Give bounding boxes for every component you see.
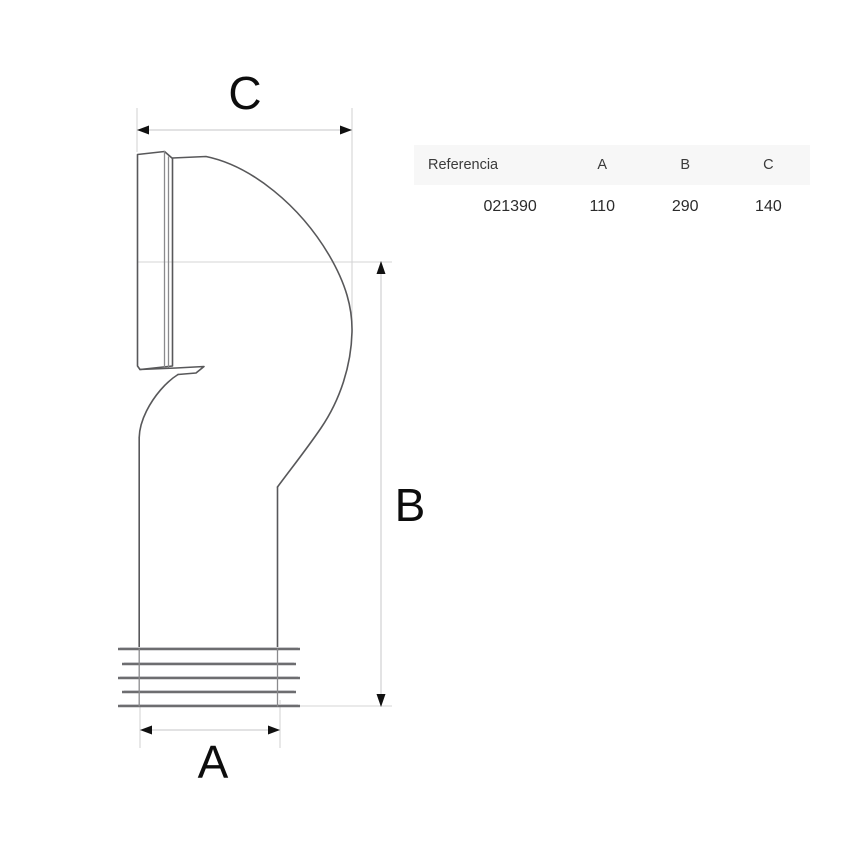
body-throat-curve	[138, 373, 179, 439]
table-header-row: Referencia A B C	[414, 145, 810, 185]
cell-a: 110	[560, 185, 644, 230]
dimension-c: C	[137, 67, 352, 135]
column-header-c: C	[726, 145, 810, 185]
dimension-b-label: B	[395, 479, 426, 531]
cell-referencia: 021390	[414, 185, 561, 230]
flange-underside-lip	[139, 365, 205, 376]
body-outer-curve	[171, 155, 353, 488]
column-header-b: B	[643, 145, 727, 185]
dimension-a-arrow-left	[140, 725, 152, 735]
reference-dimensions-table: Referencia A B C 021390 110 290 140	[414, 145, 810, 230]
flange-outer-body	[136, 150, 174, 371]
dimension-b-arrow-bottom	[376, 694, 386, 707]
dimension-c-arrow-left	[137, 125, 149, 135]
dimension-c-arrow-right	[340, 125, 352, 135]
bellows-ribs	[118, 647, 300, 708]
dimension-a: A	[140, 725, 280, 788]
table-row: 021390 110 290 140	[414, 185, 810, 230]
cell-c: 140	[726, 185, 810, 230]
dimension-c-label: C	[228, 67, 261, 119]
dimension-a-label: A	[198, 736, 229, 788]
table-header: Referencia A B C	[414, 145, 810, 185]
dimension-b: B	[376, 261, 426, 707]
column-header-a: A	[560, 145, 644, 185]
dimension-a-arrow-right	[268, 725, 280, 735]
cell-b: 290	[643, 185, 727, 230]
dimension-b-arrow-top	[376, 261, 386, 274]
table-body: 021390 110 290 140	[414, 185, 810, 230]
column-header-referencia: Referencia	[414, 145, 561, 185]
